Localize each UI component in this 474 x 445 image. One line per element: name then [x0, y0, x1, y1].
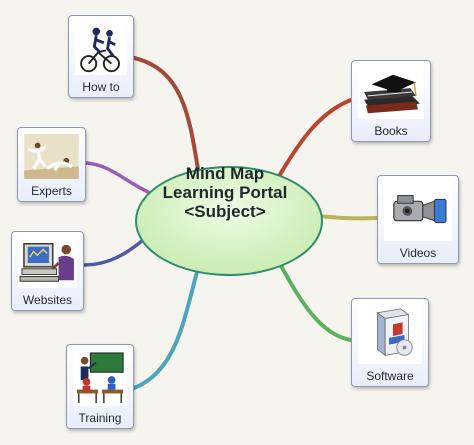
- node-label: How to: [82, 80, 120, 94]
- books-graduation-cap-icon: [358, 67, 424, 119]
- center-line-2: Learning Portal: [162, 183, 288, 202]
- node-books[interactable]: Books: [351, 60, 431, 142]
- branch-videos: [316, 214, 379, 221]
- computer-user-icon: [18, 238, 77, 288]
- node-label: Videos: [399, 246, 437, 260]
- branch-experts: [84, 161, 150, 194]
- software-box-icon: [358, 305, 422, 364]
- node-experts[interactable]: Experts: [17, 127, 86, 202]
- node-how-to[interactable]: How to: [68, 15, 134, 98]
- node-label: Software: [366, 369, 414, 383]
- node-software[interactable]: Software: [351, 298, 429, 387]
- classroom-icon: [73, 351, 127, 406]
- node-training[interactable]: Training: [66, 344, 134, 429]
- node-label: Websites: [22, 293, 73, 307]
- central-topic[interactable]: Mind Map Learning Portal <Subject>: [140, 164, 310, 221]
- martial-arts-icon: [24, 134, 79, 179]
- node-label: Training: [78, 411, 122, 425]
- node-label: Books: [374, 124, 408, 138]
- node-label: Experts: [31, 184, 72, 198]
- branch-training: [132, 260, 202, 390]
- center-line-1: Mind Map: [185, 164, 265, 183]
- central-topic-shape[interactable]: [135, 166, 323, 276]
- video-camera-icon: [384, 182, 452, 241]
- branch-software: [278, 262, 353, 342]
- center-line-3: <Subject>: [184, 202, 266, 221]
- branch-books: [273, 98, 353, 185]
- cyclists-icon: [75, 22, 127, 75]
- node-websites[interactable]: Websites: [11, 231, 84, 311]
- node-videos[interactable]: Videos: [377, 175, 459, 264]
- branch-howto: [132, 56, 202, 184]
